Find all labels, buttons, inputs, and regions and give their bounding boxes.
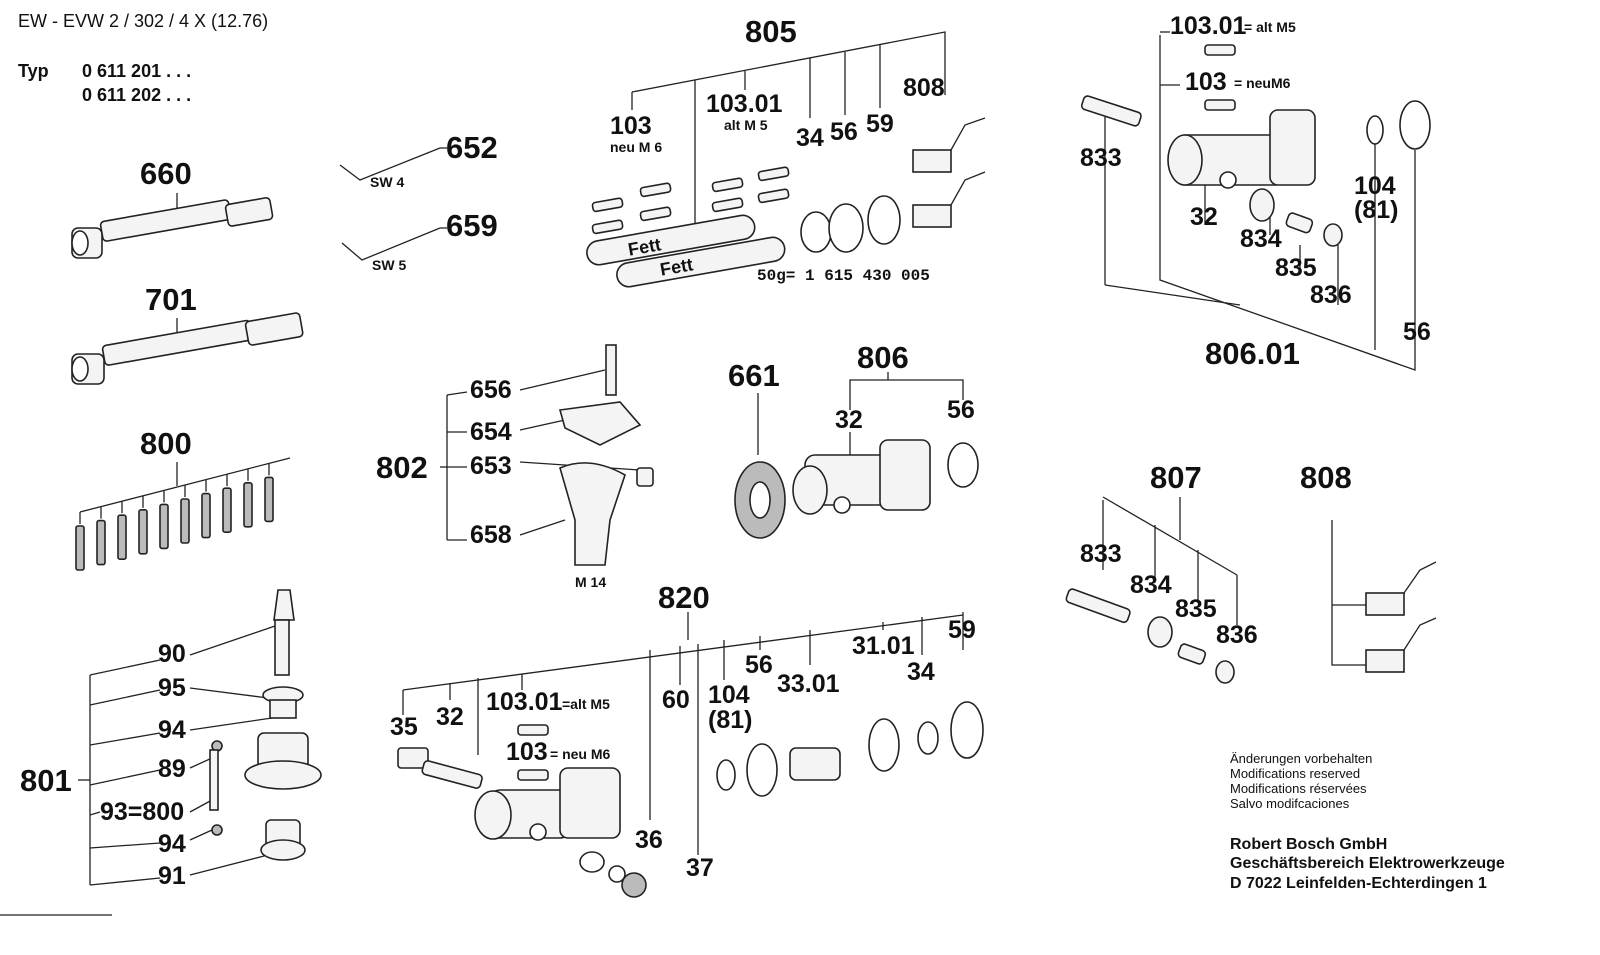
part-label-31-01: 31.01 [852, 632, 915, 660]
part-label-104-806-01: 104 [1354, 172, 1396, 200]
part-label-32-820: 32 [436, 703, 464, 731]
part-label-59-820: 59 [948, 616, 976, 644]
part-label-89: 89 [158, 755, 186, 783]
brushes-808 [1331, 520, 1437, 673]
assembly-807 [1065, 496, 1238, 684]
part-label-94-lower: 94 [158, 830, 186, 858]
part-label-834: 834 [1240, 225, 1282, 253]
part-label-801: 801 [20, 763, 72, 798]
part-label-835: 835 [1275, 254, 1317, 282]
part-label-32: 32 [835, 406, 863, 434]
part-label-81-806-01: (81) [1354, 196, 1399, 224]
part-label-60: 60 [662, 686, 690, 714]
screw-note-alt-m5-806-01: = alt M5 [1244, 19, 1296, 35]
shaft-701 [71, 312, 304, 385]
part-label-81: (81) [708, 706, 753, 734]
note-french: Modifications réservées [1230, 781, 1367, 796]
part-label-56-806-01: 56 [1403, 318, 1431, 346]
screw-note-alt-m5: alt M 5 [724, 117, 768, 133]
part-label-95: 95 [158, 674, 186, 702]
part-label-659: 659 [446, 208, 498, 243]
company-division: Geschäftsbereich Elektrowerkzeuge [1230, 855, 1505, 872]
assembly-820 [397, 612, 984, 898]
shaft-660 [71, 193, 274, 259]
part-label-835-807: 835 [1175, 595, 1217, 623]
kit-805 [586, 31, 986, 288]
part-label-103-01-820: 103.01 [486, 688, 563, 716]
allen-key-659 [341, 227, 447, 261]
part-label-800: 800 [140, 426, 192, 461]
screw-note-neu-m6-820: = neu M6 [550, 746, 611, 762]
part-label-91: 91 [158, 862, 186, 890]
part-label-836-807: 836 [1216, 621, 1258, 649]
thread-size-m14: M 14 [575, 574, 607, 590]
document-id: EW - EVW 2 / 302 / 4 X (12.76) [18, 11, 269, 31]
allen-key-652 [339, 147, 447, 181]
screw-note-neu-m6-806-01: = neuM6 [1234, 75, 1291, 91]
part-label-56-820: 56 [745, 651, 773, 679]
part-label-37: 37 [686, 854, 714, 882]
assembly-806 [734, 372, 979, 539]
company-name: Robert Bosch GmbH [1230, 836, 1388, 853]
part-label-658: 658 [470, 521, 512, 549]
note-german: Änderungen vorbehalten [1230, 751, 1373, 766]
part-label-103: 103 [610, 112, 652, 140]
part-label-93: 93=800 [100, 798, 185, 826]
part-label-833-807: 833 [1080, 540, 1122, 568]
part-label-652: 652 [446, 130, 498, 165]
part-label-59: 59 [866, 110, 894, 138]
part-label-33-01: 33.01 [777, 670, 840, 698]
part-label-32-806-01: 32 [1190, 203, 1218, 231]
screw-note-neu-m6: neu M 6 [610, 139, 663, 155]
typ-number-2: 0 611 202 . . . [82, 85, 192, 105]
part-label-806-01: 806.01 [1205, 336, 1300, 371]
part-label-836: 836 [1310, 281, 1352, 309]
company-address: D 7022 Leinfelden-Echterdingen 1 [1230, 875, 1487, 892]
part-label-808: 808 [903, 74, 945, 102]
part-label-808-brushes: 808 [1300, 460, 1352, 495]
part-label-34-820: 34 [907, 658, 935, 686]
part-label-103-820: 103 [506, 738, 548, 766]
part-label-661: 661 [728, 358, 780, 393]
part-label-104: 104 [708, 681, 750, 709]
part-label-820: 820 [658, 580, 710, 615]
assembly-806-01 [1080, 31, 1431, 371]
part-label-805: 805 [745, 14, 797, 49]
note-spanish: Salvo modifcaciones [1230, 796, 1350, 811]
part-label-833: 833 [1080, 144, 1122, 172]
typ-label: Typ [18, 61, 49, 81]
grease-order-number: 50g= 1 615 430 005 [757, 267, 930, 285]
key-size-sw5: SW 5 [372, 257, 407, 273]
part-label-56: 56 [830, 118, 858, 146]
part-label-34: 34 [796, 124, 824, 152]
part-label-103-01: 103.01 [706, 90, 783, 118]
part-label-90: 90 [158, 640, 186, 668]
part-label-56-806: 56 [947, 396, 975, 424]
key-size-sw4: SW 4 [370, 174, 405, 190]
screw-note-alt-m5-820: =alt M5 [562, 696, 610, 712]
part-label-653: 653 [470, 452, 512, 480]
part-label-36: 36 [635, 826, 663, 854]
part-label-103-01-806-01: 103.01 [1170, 12, 1247, 40]
assembly-801 [78, 589, 322, 886]
part-label-654: 654 [470, 418, 512, 446]
part-label-806: 806 [857, 340, 909, 375]
typ-number-1: 0 611 201 . . . [82, 61, 192, 81]
part-label-660: 660 [140, 156, 192, 191]
part-label-807: 807 [1150, 460, 1202, 495]
part-label-94: 94 [158, 716, 186, 744]
part-label-35: 35 [390, 713, 418, 741]
part-label-834-807: 834 [1130, 571, 1172, 599]
note-english: Modifications reserved [1230, 766, 1361, 781]
springs-800 [75, 457, 291, 571]
part-label-103-806-01: 103 [1185, 68, 1227, 96]
part-label-656: 656 [470, 376, 512, 404]
assembly-802 [440, 344, 654, 566]
part-label-802: 802 [376, 450, 428, 485]
part-label-701: 701 [145, 282, 197, 317]
